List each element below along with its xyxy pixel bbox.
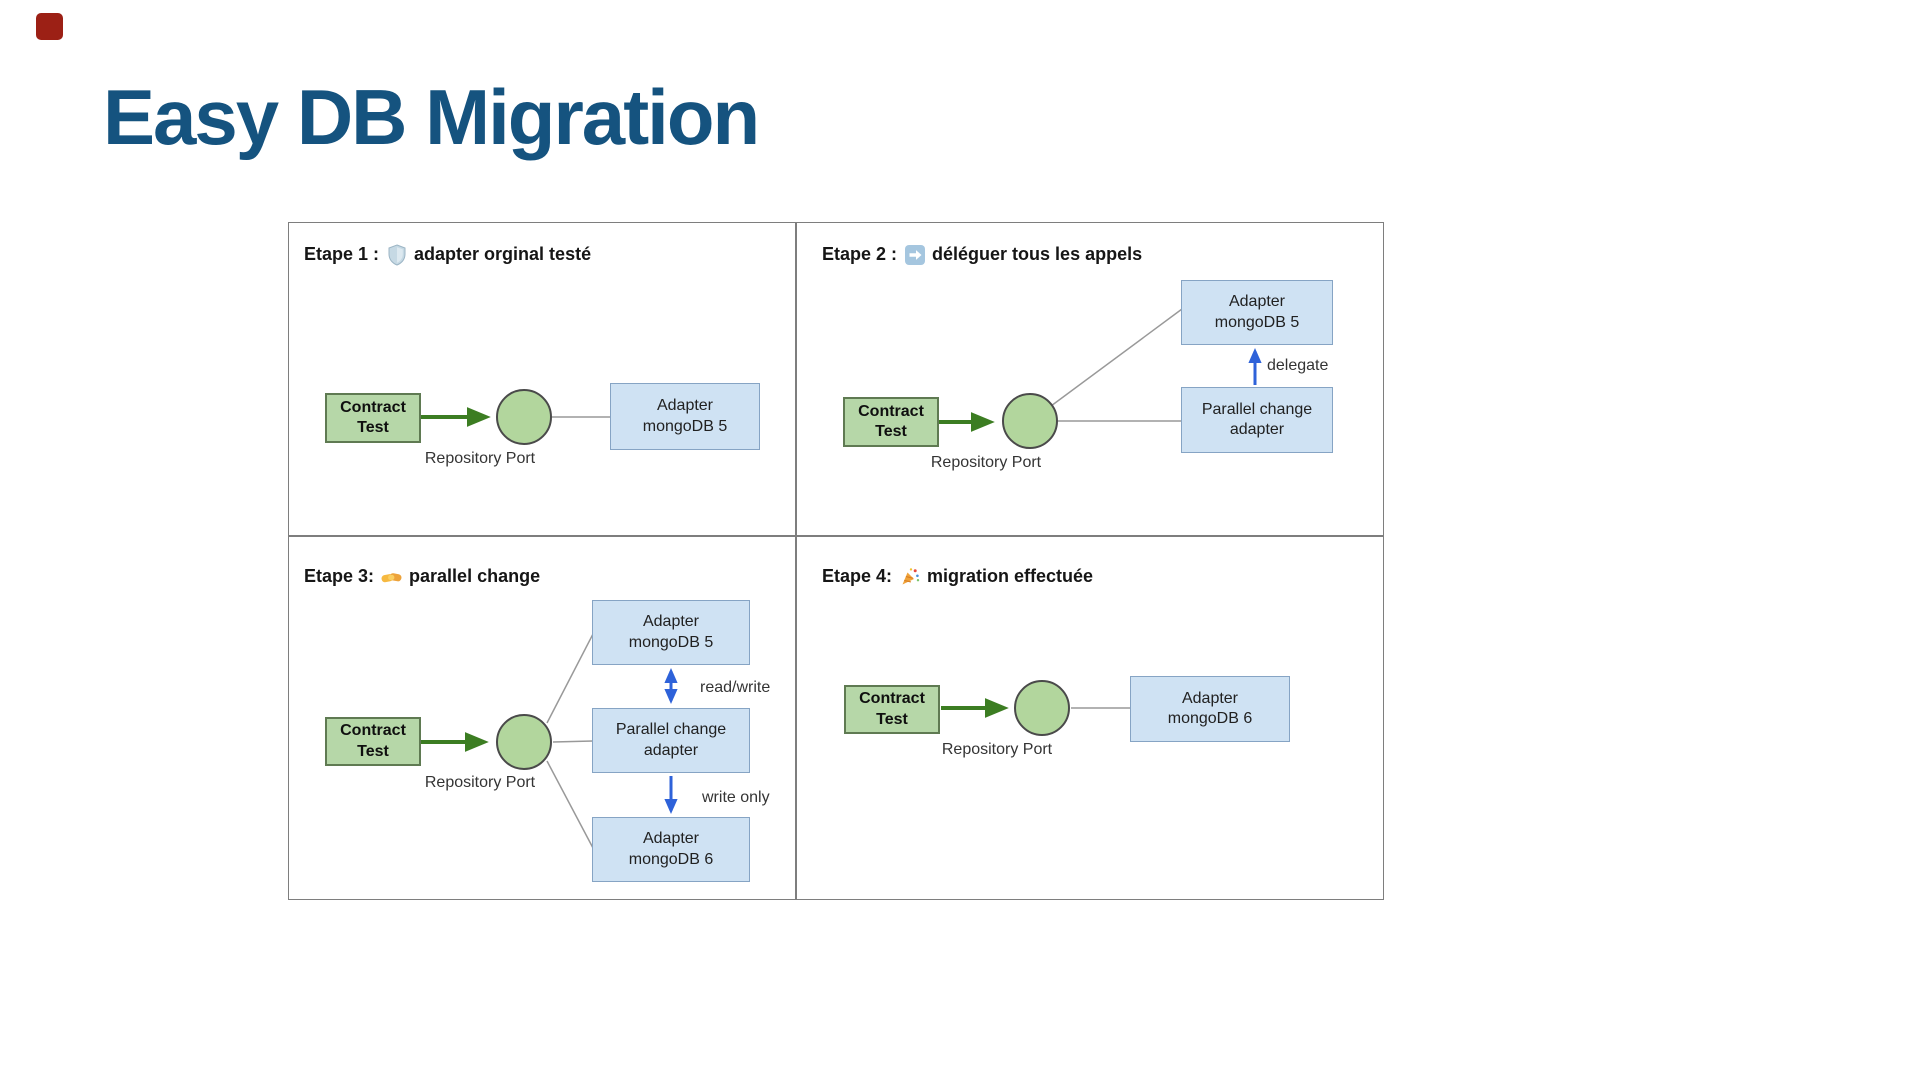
repository-port-label: Repository Port bbox=[424, 450, 536, 467]
etape3-step-label: Etape 3: bbox=[304, 566, 375, 586]
repository-port-circle bbox=[496, 714, 552, 770]
slide-title: Easy DB Migration bbox=[103, 73, 760, 161]
panel-header-etape3: Etape 3: parallel change bbox=[304, 566, 540, 587]
write-only-label: write only bbox=[702, 789, 770, 806]
etape4-step-label: Etape 4: bbox=[822, 566, 893, 586]
parallel-change-adapter-node: Parallel change adapter bbox=[592, 708, 750, 773]
panel-header-etape2: Etape 2 : déléguer tous les appels bbox=[822, 244, 1142, 265]
adapter-mongodb5-node: Adapter mongoDB 5 bbox=[592, 600, 750, 665]
panel-header-etape4: Etape 4: migration effectuée bbox=[822, 566, 1093, 587]
repository-port-label: Repository Port bbox=[941, 741, 1053, 758]
quadrant-divider-vertical bbox=[795, 222, 797, 900]
adapter-mongodb6-node: Adapter mongoDB 6 bbox=[592, 817, 750, 882]
repository-port-label: Repository Port bbox=[424, 774, 536, 791]
parallel-change-adapter-node: Parallel change adapter bbox=[1181, 387, 1333, 453]
adapter-mongodb5-node: Adapter mongoDB 5 bbox=[1181, 280, 1333, 345]
party-popper-icon bbox=[899, 566, 920, 587]
adapter-mongodb5-node: Adapter mongoDB 5 bbox=[610, 383, 760, 450]
etape2-caption: déléguer tous les appels bbox=[932, 244, 1143, 264]
contract-test-node: Contract Test bbox=[325, 717, 421, 766]
repository-port-label: Repository Port bbox=[930, 454, 1042, 471]
etape3-caption: parallel change bbox=[409, 566, 541, 586]
etape1-caption: adapter orginal testé bbox=[414, 244, 592, 264]
delegate-label: delegate bbox=[1267, 357, 1329, 374]
panel-header-etape1: Etape 1 : adapter orginal testé bbox=[304, 243, 592, 266]
contract-test-node: Contract Test bbox=[844, 685, 940, 734]
adapter-mongodb6-node: Adapter mongoDB 6 bbox=[1130, 676, 1290, 742]
etape2-step-label: Etape 2 : bbox=[822, 244, 898, 264]
contract-test-node: Contract Test bbox=[843, 397, 939, 447]
read-write-label: read/write bbox=[700, 679, 771, 696]
etape1-step-label: Etape 1 : bbox=[304, 244, 380, 264]
repository-port-circle bbox=[496, 389, 552, 445]
corner-marker bbox=[36, 13, 63, 40]
repository-port-circle bbox=[1002, 393, 1058, 449]
handshake-icon bbox=[381, 566, 402, 587]
shield-icon bbox=[386, 243, 407, 266]
contract-test-node: Contract Test bbox=[325, 393, 421, 443]
repository-port-circle bbox=[1014, 680, 1070, 736]
quadrant-divider-horizontal bbox=[288, 535, 1384, 537]
arrow-right-icon bbox=[904, 244, 925, 265]
etape4-caption: migration effectuée bbox=[927, 566, 1094, 586]
